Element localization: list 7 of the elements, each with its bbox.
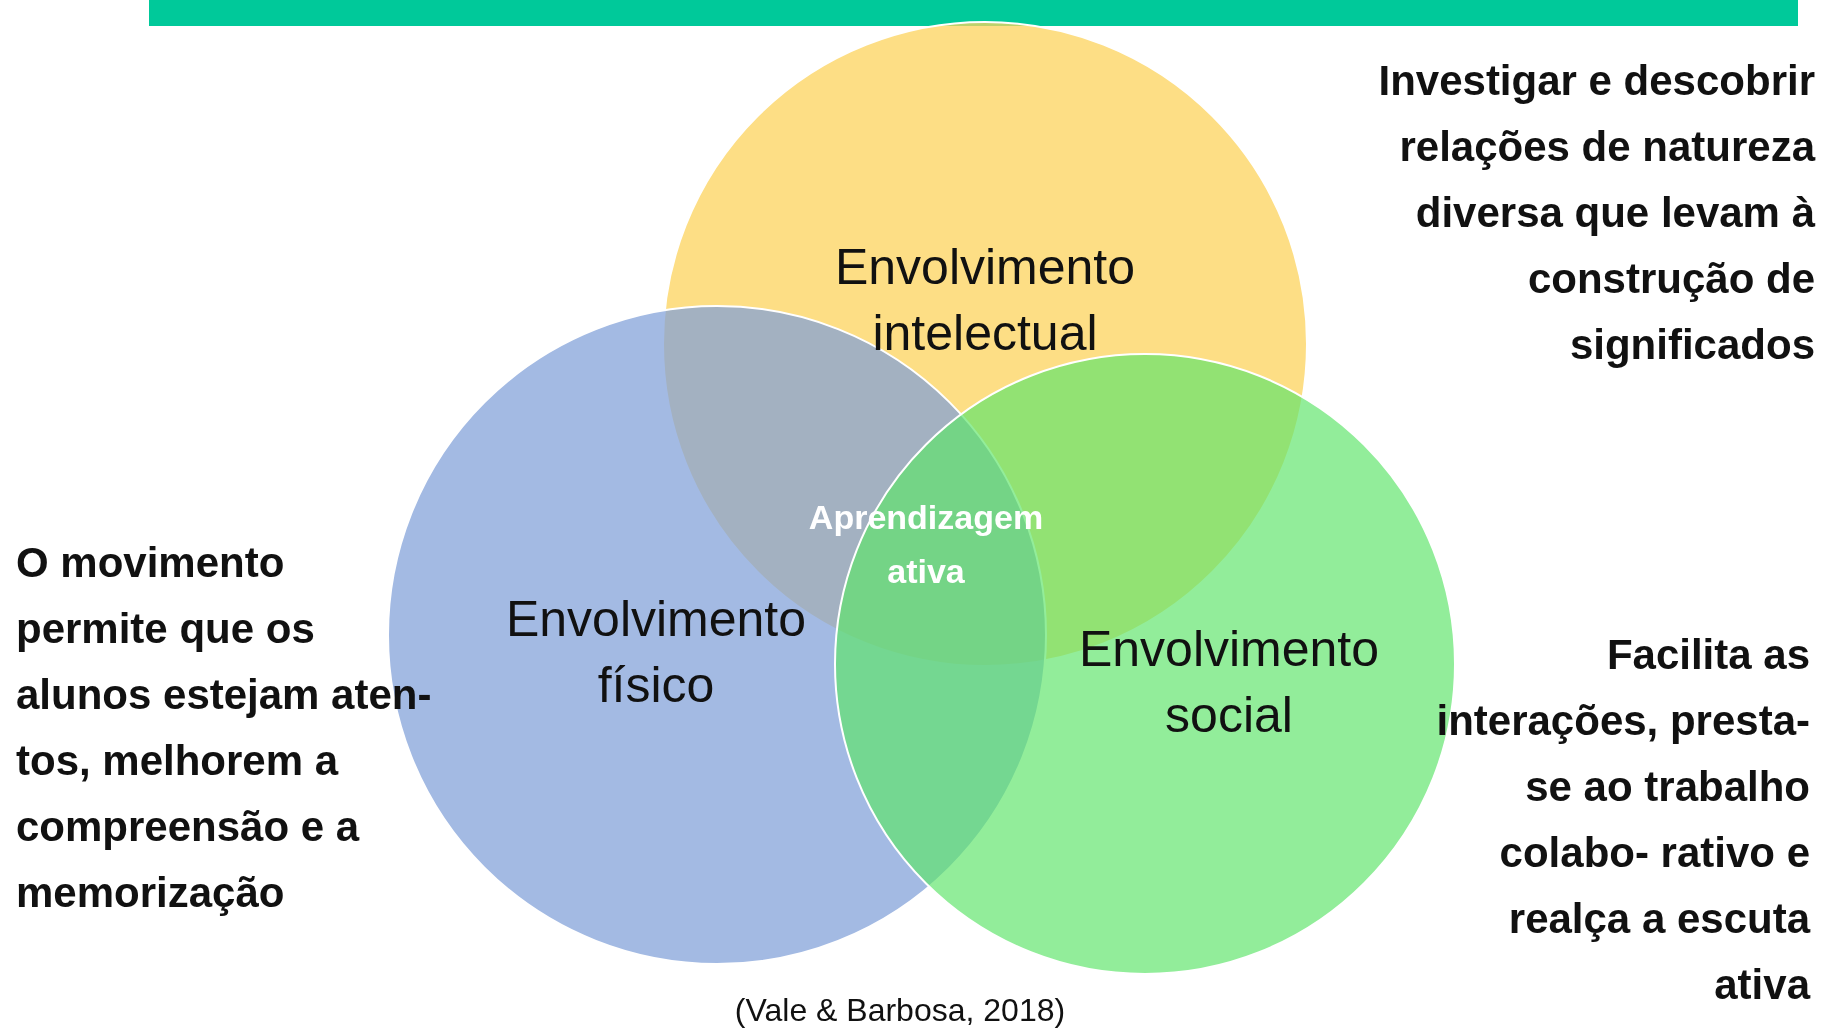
circle-title: Envolvimento social — [1077, 620, 1381, 745]
description-text: Investigar e descobrir relações de natureza diversa que levam à construção de significados — [1377, 56, 1815, 370]
circle-title: Envolvimento intelectual — [833, 238, 1137, 363]
caption: (Vale & Barbosa, 2018) — [733, 991, 1067, 1030]
description-text: O movimento permite que os alunos estejam aten- tos, melhorem a compreensão e a memorização — [16, 538, 433, 918]
description-text: Facilita as interações, presta-se ao trabalho colabo- rativo e realça a escuta ativa — [1435, 630, 1810, 1010]
circle-title: Envolvimento físico — [504, 590, 808, 715]
